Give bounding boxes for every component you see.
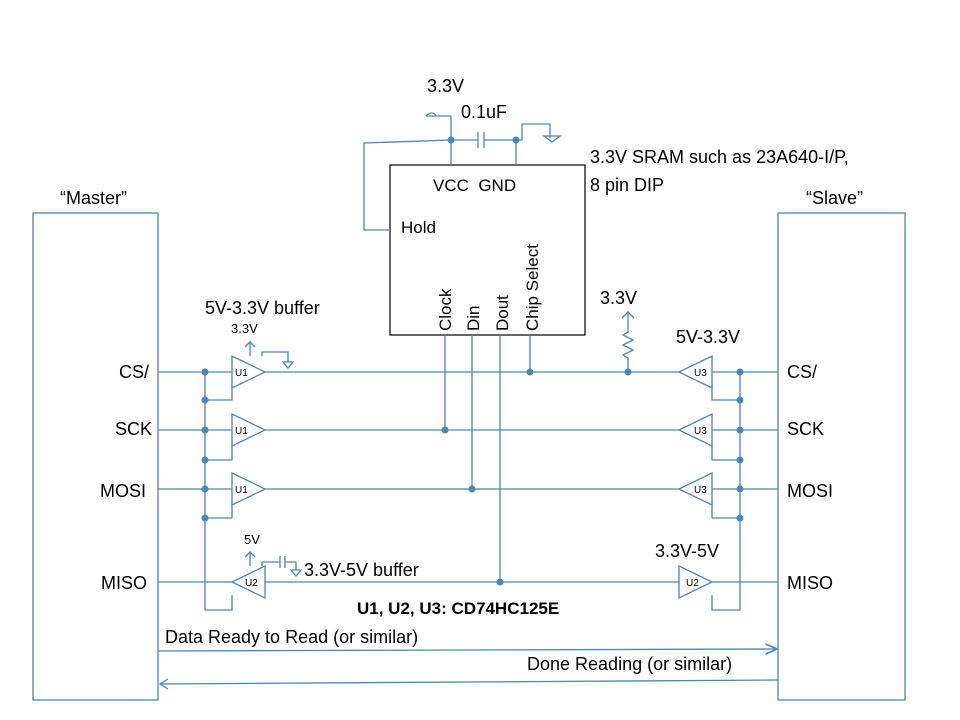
slave-pin-mosi: MOSI bbox=[787, 481, 833, 501]
master-pin-cs: CS/ bbox=[119, 362, 149, 382]
pullup-supply-label: 3.3V bbox=[600, 288, 637, 308]
buffer-u2-miso-right: U2 bbox=[678, 564, 714, 600]
svg-text:U3: U3 bbox=[694, 485, 707, 496]
chip-din: Din bbox=[464, 305, 483, 331]
slave-title: “Slave” bbox=[806, 188, 863, 208]
cap-supply-label: 3.3V bbox=[427, 76, 464, 96]
buffer-u3-sck: U3 bbox=[677, 412, 713, 448]
chip-hold: Hold bbox=[401, 218, 436, 237]
sram-note-line1: 3.3V SRAM such as 23A640-I/P, bbox=[590, 147, 849, 167]
left-enable-bus bbox=[204, 372, 233, 611]
svg-text:U1: U1 bbox=[235, 368, 248, 379]
decoupling-capacitor bbox=[451, 132, 516, 148]
buffer-u1-cs: U1 bbox=[231, 354, 267, 390]
cap-value-label: 0.1uF bbox=[461, 102, 507, 122]
data-ready-arrow bbox=[157, 649, 777, 651]
buffer-u1-mosi: U1 bbox=[231, 471, 267, 507]
u2-supply-label: 5V bbox=[244, 532, 260, 547]
pullup-resistor bbox=[621, 310, 635, 372]
data-ready-label: Data Ready to Read (or similar) bbox=[165, 627, 418, 647]
slave-pin-sck: SCK bbox=[787, 419, 824, 439]
svg-text:U3: U3 bbox=[694, 368, 707, 379]
slave-pin-cs: CS/ bbox=[787, 362, 817, 382]
u2-title: 3.3V-5V buffer bbox=[304, 560, 419, 580]
buffer-u3-mosi: U3 bbox=[677, 471, 713, 507]
master-pin-miso: MISO bbox=[101, 573, 147, 593]
right-enable-taps bbox=[711, 384, 740, 519]
slave-box bbox=[777, 212, 906, 701]
chip-dout: Dout bbox=[493, 295, 512, 331]
left-enable-taps bbox=[205, 384, 233, 519]
buffer-u1-title: 5V-3.3V buffer bbox=[205, 298, 320, 318]
u1-supply-arrow bbox=[244, 340, 256, 356]
u1-supply-label: 3.3V bbox=[231, 321, 258, 336]
parts-note: U1, U2, U3: CD74HC125E bbox=[357, 599, 559, 618]
u3-title: 5V-3.3V bbox=[676, 327, 740, 347]
done-reading-arrowhead bbox=[158, 678, 169, 690]
buffer-u3-cs: U3 bbox=[677, 354, 713, 390]
u2-right-title: 3.3V-5V bbox=[655, 541, 719, 561]
done-reading-arrow bbox=[159, 679, 779, 685]
u2-cap-ground bbox=[261, 556, 303, 578]
master-title: “Master” bbox=[60, 188, 127, 208]
buffer-u2-miso-left: U2 bbox=[230, 564, 266, 600]
slave-pin-miso: MISO bbox=[787, 573, 833, 593]
svg-text:U1: U1 bbox=[235, 485, 248, 496]
done-reading-label: Done Reading (or similar) bbox=[527, 654, 732, 674]
svg-text:U2: U2 bbox=[686, 578, 699, 589]
master-pin-sck: SCK bbox=[115, 419, 152, 439]
svg-text:U1: U1 bbox=[235, 426, 248, 437]
sram-note-line2: 8 pin DIP bbox=[590, 175, 664, 195]
chip-vcc-gnd: VCC GND bbox=[433, 176, 516, 195]
buffer-u1-sck: U1 bbox=[231, 412, 267, 448]
hold-wire bbox=[363, 139, 452, 231]
svg-text:U3: U3 bbox=[694, 426, 707, 437]
right-enable-bus bbox=[711, 372, 741, 611]
chip-clock: Clock bbox=[436, 288, 455, 331]
u2-supply-arrow bbox=[244, 550, 256, 566]
ground-symbol bbox=[516, 123, 562, 143]
master-pin-mosi: MOSI bbox=[100, 481, 146, 501]
u1-ground-symbol bbox=[261, 351, 295, 370]
sram-chip bbox=[389, 164, 586, 336]
chip-chip-select: Chip Select bbox=[523, 244, 542, 331]
supply-symbol bbox=[425, 112, 437, 117]
svg-text:U2: U2 bbox=[245, 578, 258, 589]
master-box bbox=[32, 212, 159, 701]
